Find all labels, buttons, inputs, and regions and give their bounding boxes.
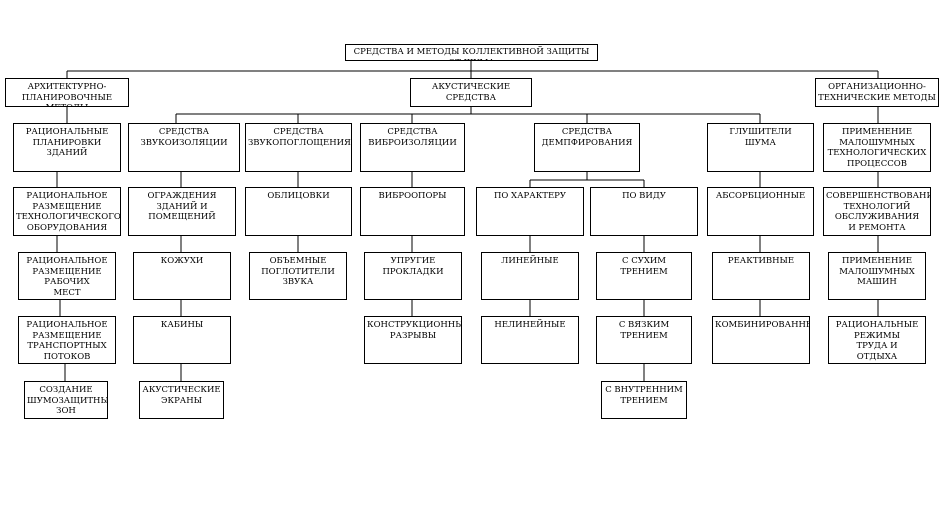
soundproofing-item-3: КАБИНЫ (133, 316, 231, 364)
damping-character-item-1: ЛИНЕЙНЫЕ (481, 252, 579, 300)
soundproofing-item-2: КОЖУХИ (133, 252, 231, 300)
vibration-item-2: УПРУГИЕ ПРОКЛАДКИ (364, 252, 462, 300)
organizational-item-1: ПРИМЕНЕНИЕ МАЛОШУМНЫХ ТЕХНОЛОГИЧЕСКИХ ПР… (823, 123, 931, 172)
damping-type-item-3: С ВНУТРЕННИМ ТРЕНИЕМ (601, 381, 687, 419)
damping-by-type: ПО ВИДУ (590, 187, 698, 236)
silencers-item-3: КОМБИНИРОВАННЫЕ (712, 316, 810, 364)
damping-by-character: ПО ХАРАКТЕРУ (476, 187, 584, 236)
architectural-item-2: РАЦИОНАЛЬНОЕ РАЗМЕЩЕНИЕ ТЕХНОЛОГИЧЕСКОГО… (13, 187, 121, 236)
acoustic-damping: СРЕДСТВА ДЕМПФИРОВАНИЯ (534, 123, 640, 172)
silencers-item-1: АБСОРБЦИОННЫЕ (707, 187, 814, 236)
damping-type-item-1: С СУХИМ ТРЕНИЕМ (596, 252, 692, 300)
group-acoustic: АКУСТИЧЕСКИЕ СРЕДСТВА (410, 78, 532, 107)
damping-type-item-2: С ВЯЗКИМ ТРЕНИЕМ (596, 316, 692, 364)
acoustic-silencers: ГЛУШИТЕЛИ ШУМА (707, 123, 814, 172)
architectural-item-5: СОЗДАНИЕ ШУМОЗАЩИТНЫХ ЗОН (24, 381, 108, 419)
group-architectural: АРХИТЕКТУРНО- ПЛАНИРОВОЧНЫЕ МЕТОДЫ (5, 78, 129, 107)
damping-character-item-2: НЕЛИНЕЙНЫЕ (481, 316, 579, 364)
vibration-item-3: КОНСТРУКЦИОННЫЕ РАЗРЫВЫ (364, 316, 462, 364)
organizational-item-3: ПРИМЕНЕНИЕ МАЛОШУМНЫХ МАШИН (828, 252, 926, 300)
absorption-item-2: ОБЪЕМНЫЕ ПОГЛОТИТЕЛИ ЗВУКА (249, 252, 347, 300)
soundproofing-item-4: АКУСТИЧЕСКИЕ ЭКРАНЫ (139, 381, 224, 419)
absorption-item-1: ОБЛИЦОВКИ (245, 187, 352, 236)
soundproofing-item-1: ОГРАЖДЕНИЯ ЗДАНИЙ И ПОМЕЩЕНИЙ (128, 187, 236, 236)
root-node: СРЕДСТВА И МЕТОДЫ КОЛЛЕКТИВНОЙ ЗАЩИТЫ ОТ… (345, 44, 598, 61)
group-organizational: ОРГАНИЗАЦИОННО- ТЕХНИЧЕСКИЕ МЕТОДЫ (815, 78, 939, 107)
architectural-item-1: РАЦИОНАЛЬНЫЕ ПЛАНИРОВКИ ЗДАНИЙ (13, 123, 121, 172)
vibration-item-1: ВИБРООПОРЫ (360, 187, 465, 236)
acoustic-vibration: СРЕДСТВА ВИБРОИЗОЛЯЦИИ (360, 123, 465, 172)
organizational-item-4: РАЦИОНАЛЬНЫЕ РЕЖИМЫ ТРУДА И ОТДЫХА (828, 316, 926, 364)
acoustic-absorption: СРЕДСТВА ЗВУКОПОГЛОЩЕНИЯ (245, 123, 352, 172)
architectural-item-3: РАЦИОНАЛЬНОЕ РАЗМЕЩЕНИЕ РАБОЧИХ МЕСТ (18, 252, 116, 300)
architectural-item-4: РАЦИОНАЛЬНОЕ РАЗМЕЩЕНИЕ ТРАНСПОРТНЫХ ПОТ… (18, 316, 116, 364)
acoustic-soundproofing: СРЕДСТВА ЗВУКОИЗОЛЯЦИИ (128, 123, 240, 172)
silencers-item-2: РЕАКТИВНЫЕ (712, 252, 810, 300)
organizational-item-2: СОВЕРШЕНСТВОВАНИЕ ТЕХНОЛОГИЙ ОБСЛУЖИВАНИ… (823, 187, 931, 236)
